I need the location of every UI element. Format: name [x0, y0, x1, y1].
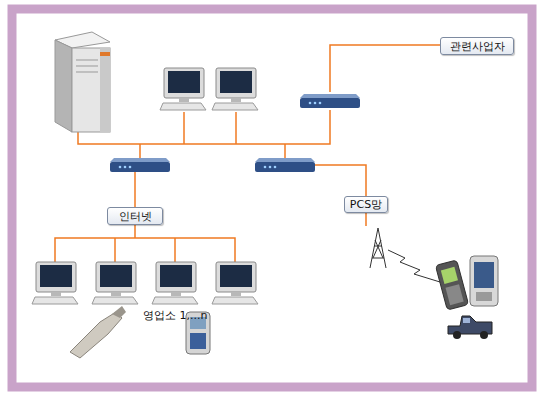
pda-phone	[470, 256, 498, 306]
wire	[330, 45, 440, 92]
antenna-bar	[375, 240, 383, 258]
pc	[160, 68, 206, 110]
pc	[92, 262, 138, 304]
wire	[174, 238, 176, 262]
server-stripe	[100, 52, 110, 56]
wire	[139, 144, 141, 158]
wire	[365, 213, 367, 226]
pc	[212, 68, 258, 110]
server-panel	[100, 48, 110, 132]
pc	[152, 262, 198, 304]
pc	[212, 262, 258, 304]
phone-keypad	[476, 292, 492, 301]
phone-keypad	[445, 284, 463, 305]
wire	[134, 172, 136, 207]
wire	[114, 238, 116, 262]
truck-window	[463, 318, 470, 323]
network-box: 인터넷	[107, 207, 163, 225]
backbone-wire	[78, 110, 330, 144]
antenna-bar	[372, 258, 384, 259]
server-side	[55, 40, 72, 132]
terminal-keypad	[190, 333, 206, 349]
antenna-bar	[373, 240, 381, 258]
network-switch	[300, 94, 360, 108]
antenna-leg	[370, 228, 378, 268]
wire	[134, 225, 136, 238]
wire	[183, 112, 185, 144]
truck-wheel	[453, 331, 461, 339]
server-slot	[76, 66, 98, 67]
barcode-scanner	[70, 312, 122, 358]
radio-signal	[388, 250, 440, 282]
network-switch	[255, 158, 315, 172]
server-front	[72, 48, 110, 132]
network-box: 관련사업자	[440, 37, 514, 55]
server-slot	[76, 60, 98, 61]
mobile-phone	[435, 260, 468, 310]
box-label: PCS망	[350, 198, 382, 211]
scanner-head	[112, 306, 126, 318]
truck-wheel	[480, 331, 488, 339]
pc	[32, 262, 78, 304]
wire	[284, 144, 286, 158]
network-box: PCS망	[344, 196, 388, 213]
box-label: 관련사업자	[450, 40, 505, 53]
wire	[315, 165, 366, 196]
network-switch	[110, 158, 170, 172]
phone-screen	[441, 267, 458, 284]
antenna-leg	[378, 228, 386, 268]
wire	[235, 112, 237, 144]
site-label: 영업소 1,...n	[143, 309, 207, 322]
phone-screen	[474, 262, 494, 288]
bus-wire	[55, 238, 235, 262]
box-label: 인터넷	[119, 210, 152, 223]
frame-border	[12, 9, 532, 387]
server-slot	[76, 72, 98, 73]
